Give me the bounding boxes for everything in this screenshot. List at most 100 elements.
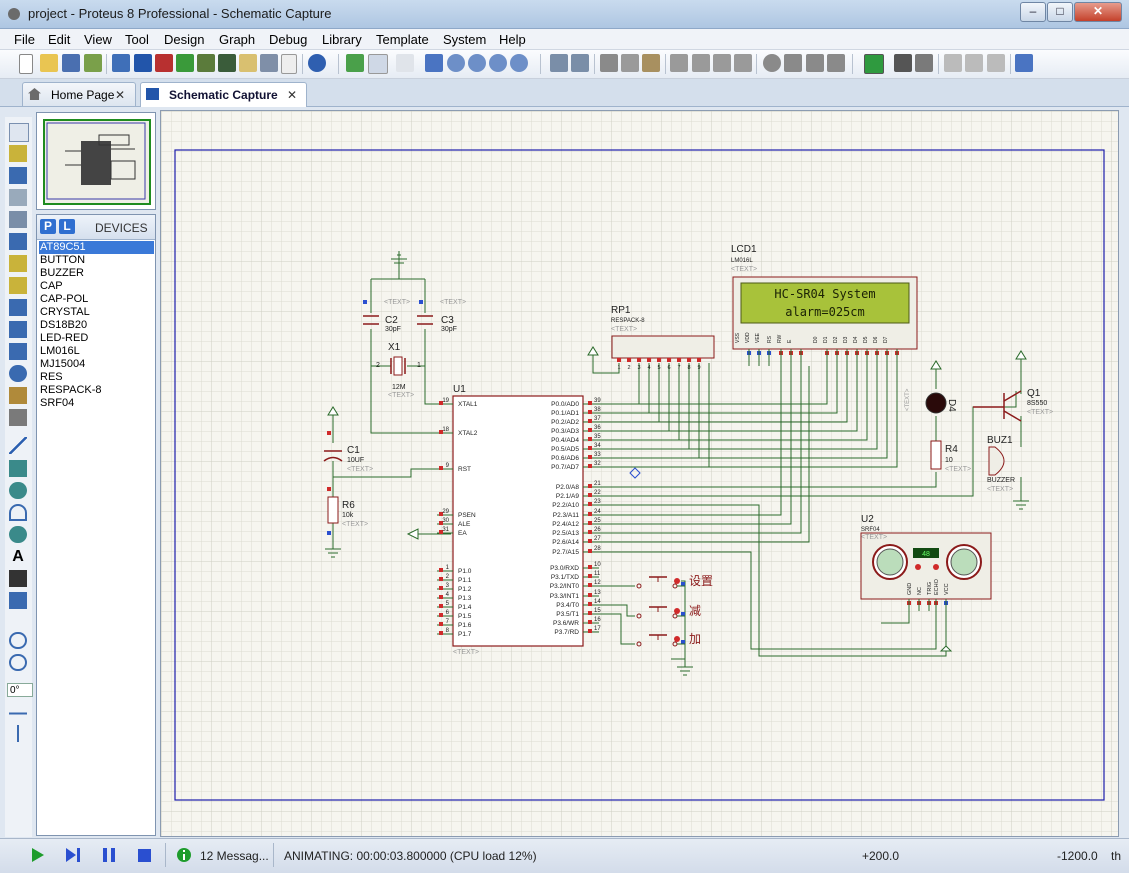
device-item[interactable]: AT89C51 (39, 241, 154, 254)
messages-count[interactable]: 12 Messag... (200, 849, 269, 863)
library-manager-button[interactable]: L (59, 219, 75, 234)
play-button[interactable] (28, 845, 48, 865)
new-sheet-icon[interactable] (944, 54, 962, 72)
device-item[interactable]: LM016L (40, 345, 80, 357)
make-device-icon[interactable] (784, 54, 802, 72)
device-item[interactable]: BUTTON (40, 254, 86, 266)
stop-button[interactable] (135, 845, 155, 865)
save-icon[interactable] (62, 54, 80, 72)
packaging-icon[interactable] (806, 54, 824, 72)
paste-icon[interactable] (642, 54, 660, 72)
rotate-ccw-icon[interactable] (9, 654, 27, 671)
c2-symbol[interactable] (363, 315, 379, 325)
symbol-icon[interactable] (9, 570, 27, 587)
mirror-y-icon[interactable] (9, 725, 27, 742)
wire-label-icon[interactable] (9, 189, 27, 206)
menu-debug[interactable]: Debug (269, 32, 308, 47)
r4-resistor[interactable] (930, 440, 942, 470)
menu-tool[interactable]: Tool (125, 32, 149, 47)
device-item[interactable]: SRF04 (40, 397, 75, 409)
rotation-angle-field[interactable]: 0° (7, 683, 33, 697)
box-icon[interactable] (9, 460, 27, 477)
text-script-icon[interactable] (9, 211, 27, 228)
block-rotate-icon[interactable] (713, 54, 731, 72)
menu-design[interactable]: Design (164, 32, 205, 47)
push-button[interactable]: 设置 (636, 574, 713, 589)
zoom-all-icon[interactable] (489, 54, 507, 72)
c1-symbol[interactable] (323, 431, 343, 462)
block-copy-icon[interactable] (670, 54, 688, 72)
step-button[interactable] (63, 845, 83, 865)
graph-icon[interactable] (9, 321, 27, 338)
rp1-body[interactable] (611, 335, 715, 359)
messages-button[interactable] (176, 847, 192, 863)
component-mode-icon[interactable] (9, 145, 27, 162)
decompose-icon[interactable] (827, 54, 845, 72)
arc-icon[interactable] (9, 504, 27, 521)
marker-icon[interactable] (9, 592, 27, 609)
d4-led[interactable] (925, 392, 947, 414)
bom-icon[interactable] (218, 54, 236, 72)
device-item[interactable]: DS18B20 (40, 319, 88, 331)
origin-icon[interactable] (396, 54, 414, 72)
line-icon[interactable] (9, 437, 27, 454)
wire-autorouter-icon[interactable] (864, 54, 884, 74)
text-icon[interactable]: A (12, 548, 24, 565)
maximize-button[interactable]: □ (1047, 2, 1073, 22)
design-explorer-icon[interactable] (1015, 54, 1033, 72)
block-delete-icon[interactable] (734, 54, 752, 72)
device-item[interactable]: MJ15004 (40, 358, 86, 370)
help-icon[interactable] (308, 54, 326, 72)
pause-button[interactable] (99, 845, 119, 865)
generator-icon[interactable] (9, 365, 27, 382)
junction-dot-icon[interactable] (9, 167, 27, 184)
device-item[interactable]: RES (40, 371, 63, 383)
overview-window[interactable] (36, 112, 156, 210)
search-icon[interactable] (894, 54, 912, 72)
undo-icon[interactable] (550, 54, 568, 72)
selection-mode-icon[interactable] (9, 123, 29, 142)
menu-template[interactable]: Template (376, 32, 429, 47)
tab-home-page[interactable]: Home Page ✕ (22, 82, 136, 106)
redo-icon[interactable] (571, 54, 589, 72)
pick-device-button[interactable]: P (40, 219, 56, 234)
tape-recorder-icon[interactable] (9, 343, 27, 360)
exit-to-parent-icon[interactable] (987, 54, 1005, 72)
close-button[interactable]: ✕ (1074, 2, 1122, 22)
schematic-icon[interactable] (134, 54, 152, 72)
pcb-icon[interactable] (155, 54, 173, 72)
device-item[interactable]: RESPACK-8 (40, 384, 102, 396)
rotate-cw-icon[interactable] (9, 632, 27, 649)
gerber-icon[interactable] (176, 54, 194, 72)
circle-icon[interactable] (9, 482, 27, 499)
pan-icon[interactable] (425, 54, 443, 72)
refresh-icon[interactable] (346, 54, 364, 72)
cut-icon[interactable] (600, 54, 618, 72)
virtual-instrument-icon[interactable] (9, 409, 27, 426)
menu-view[interactable]: View (84, 32, 112, 47)
menu-library[interactable]: Library (322, 32, 362, 47)
grid-icon[interactable] (368, 54, 388, 74)
new-file-icon[interactable] (19, 54, 33, 74)
subcircuit-icon[interactable] (9, 255, 27, 272)
remove-sheet-icon[interactable] (965, 54, 983, 72)
device-item[interactable]: CRYSTAL (40, 306, 90, 318)
report-icon[interactable] (281, 54, 297, 74)
mirror-x-icon[interactable] (9, 705, 27, 722)
close-icon[interactable]: ✕ (287, 88, 298, 102)
u1-body[interactable] (452, 395, 584, 647)
device-item[interactable]: BUZZER (40, 267, 84, 279)
push-button[interactable]: 加 (636, 632, 701, 647)
open-folder-icon[interactable] (40, 54, 58, 72)
menu-edit[interactable]: Edit (48, 32, 71, 47)
q1-transistor[interactable] (973, 390, 1022, 422)
terminals-icon[interactable] (9, 277, 27, 294)
buz1-buzzer[interactable] (988, 446, 1005, 476)
source-icon[interactable] (260, 54, 278, 72)
path-icon[interactable] (9, 526, 27, 543)
property-tool-icon[interactable] (915, 54, 933, 72)
notes-icon[interactable] (239, 54, 257, 72)
c3-symbol[interactable] (417, 315, 433, 325)
push-button[interactable]: 减 (636, 604, 701, 619)
